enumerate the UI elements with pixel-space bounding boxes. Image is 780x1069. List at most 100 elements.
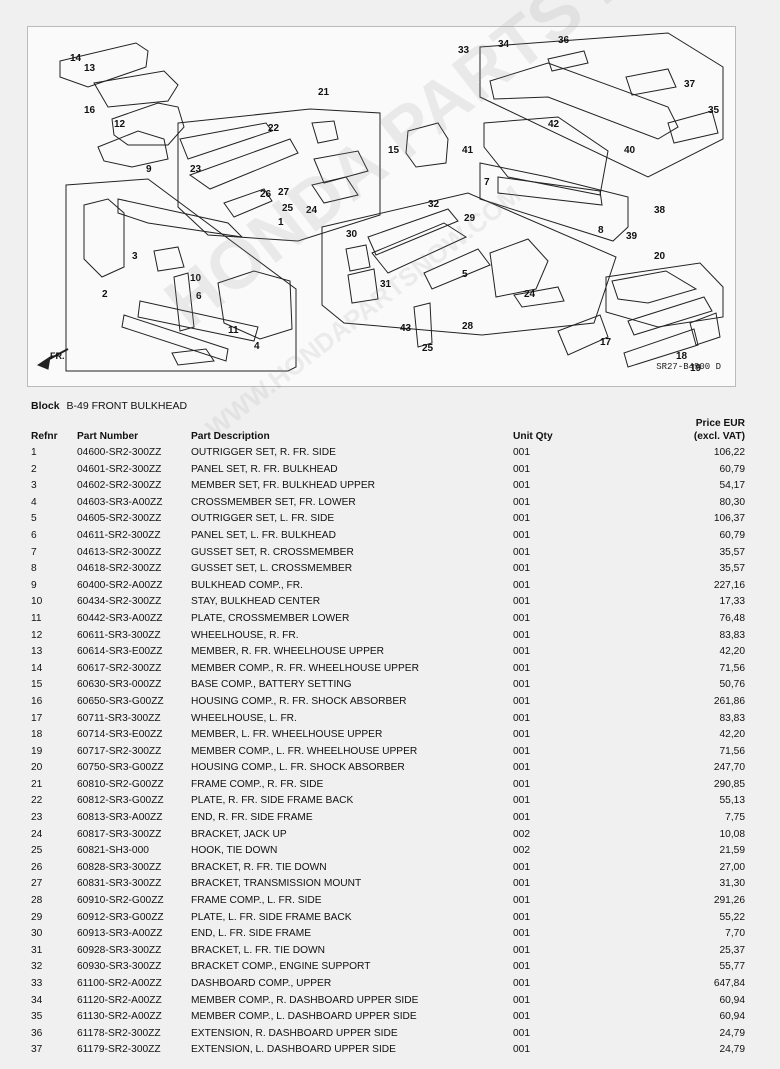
- table-row: 13 60614-SR3-E00ZZ MEMBER, R. FR. WHEELHOU…: [31, 644, 745, 661]
- callout-20: 20: [654, 251, 666, 262]
- cell-part-number: 60611-SR3-300ZZ: [77, 629, 161, 641]
- cell-refnr: 4: [31, 496, 37, 508]
- cell-unit-qty: 001: [513, 1027, 530, 1039]
- cell-refnr: 30: [31, 928, 43, 940]
- diagram-code: SR27-B4900 D: [656, 362, 721, 372]
- callout-4: 4: [254, 341, 260, 352]
- cell-unit-qty: 001: [513, 546, 530, 558]
- cell-price: 60,94: [719, 1011, 746, 1023]
- header-part-number: Part Number: [77, 431, 139, 442]
- cell-part-description: MEMBER, R. FR. WHEELHOUSE UPPER: [191, 646, 385, 658]
- cell-part-description: PLATE, L. FR. SIDE FRAME BACK: [191, 911, 352, 923]
- cell-part-description: BRACKET, L. FR. TIE DOWN: [191, 944, 325, 956]
- header-price-vat: (excl. VAT): [693, 431, 745, 442]
- cell-refnr: 27: [31, 878, 43, 890]
- cell-part-description: BRACKET, JACK UP: [191, 828, 287, 840]
- cell-part-number: 61120-SR2-A00ZZ: [77, 994, 162, 1006]
- cell-unit-qty: 001: [513, 513, 530, 525]
- cell-part-number: 04601-SR2-300ZZ: [77, 463, 162, 475]
- cell-refnr: 13: [31, 646, 43, 658]
- cell-unit-qty: 001: [513, 928, 530, 940]
- cell-price: 60,94: [719, 994, 746, 1006]
- cell-part-description: STAY, BULKHEAD CENTER: [191, 596, 321, 608]
- callout-18: 18: [676, 351, 688, 362]
- cell-price: 10,08: [719, 828, 746, 840]
- cell-price: 261,86: [713, 695, 745, 707]
- cell-price: 27,00: [719, 861, 746, 873]
- cell-price: 71,56: [719, 662, 746, 674]
- cell-part-description: FRAME COMP., R. FR. SIDE: [191, 778, 324, 790]
- cell-unit-qty: 001: [513, 662, 530, 674]
- callout-1: 1: [278, 217, 284, 228]
- cell-part-description: MEMBER COMP., R. FR. WHEELHOUSE UPPER: [191, 662, 419, 674]
- callout-33: 33: [458, 45, 470, 56]
- cell-price: 106,37: [713, 513, 745, 525]
- callout-7: 7: [484, 177, 490, 188]
- callout-24: 24: [524, 289, 536, 300]
- callout-fr: FR.: [50, 351, 65, 361]
- cell-unit-qty: 001: [513, 895, 530, 907]
- header-refnr: Refnr: [31, 431, 58, 442]
- cell-part-number: 60828-SR3-300ZZ: [77, 861, 162, 873]
- cell-part-number: 60910-SR2-G00ZZ: [77, 895, 164, 907]
- cell-unit-qty: 001: [513, 745, 530, 757]
- callout-35: 35: [708, 105, 720, 116]
- cell-part-description: BRACKET, TRANSMISSION MOUNT: [191, 878, 362, 890]
- cell-refnr: 2: [31, 463, 37, 475]
- cell-unit-qty: 001: [513, 778, 530, 790]
- cell-unit-qty: 001: [513, 596, 530, 608]
- cell-part-description: EXTENSION, L. DASHBOARD UPPER SIDE: [191, 1044, 396, 1056]
- cell-part-description: MEMBER, L. FR. WHEELHOUSE UPPER: [191, 729, 383, 741]
- parts-table-header: Refnr Part Number Part Description Unit …: [31, 417, 745, 445]
- cell-part-number: 60614-SR3-E00ZZ: [77, 646, 163, 658]
- callout-11: 11: [228, 325, 239, 336]
- cell-part-number: 61178-SR2-300ZZ: [77, 1027, 161, 1039]
- cell-part-number: 60434-SR2-300ZZ: [77, 596, 162, 608]
- cell-part-description: BRACKET, R. FR. TIE DOWN: [191, 861, 327, 873]
- callout-27: 27: [278, 187, 290, 198]
- cell-part-description: MEMBER COMP., L. DASHBOARD UPPER SIDE: [191, 1011, 417, 1023]
- cell-refnr: 6: [31, 529, 37, 541]
- cell-refnr: 32: [31, 961, 43, 973]
- cell-unit-qty: 001: [513, 463, 530, 475]
- cell-part-number: 60630-SR3-000ZZ: [77, 679, 162, 691]
- cell-price: 31,30: [719, 878, 746, 890]
- cell-part-description: WHEELHOUSE, R. FR.: [191, 629, 299, 641]
- cell-part-description: HOUSING COMP., L. FR. SHOCK ABSORBER: [191, 762, 405, 774]
- cell-part-number: 60442-SR3-A00ZZ: [77, 612, 163, 624]
- cell-price: 35,57: [719, 563, 746, 575]
- callout-9: 9: [146, 164, 152, 175]
- cell-price: 647,84: [713, 978, 745, 989]
- callout-24: 24: [306, 205, 318, 216]
- callout-6: 6: [196, 291, 202, 302]
- cell-price: 17,33: [719, 596, 746, 608]
- cell-refnr: 5: [31, 513, 37, 525]
- cell-refnr: 31: [31, 944, 43, 956]
- cell-price: 71,56: [719, 745, 746, 757]
- callout-12: 12: [114, 119, 126, 130]
- cell-part-description: BASE COMP., BATTERY SETTING: [191, 679, 352, 691]
- cell-price: 55,13: [719, 795, 746, 807]
- cell-unit-qty: 001: [513, 762, 530, 774]
- cell-unit-qty: 001: [513, 563, 530, 575]
- cell-price: 80,30: [719, 496, 746, 508]
- cell-unit-qty: 001: [513, 579, 530, 591]
- cell-part-number: 61100-SR2-A00ZZ: [77, 978, 162, 989]
